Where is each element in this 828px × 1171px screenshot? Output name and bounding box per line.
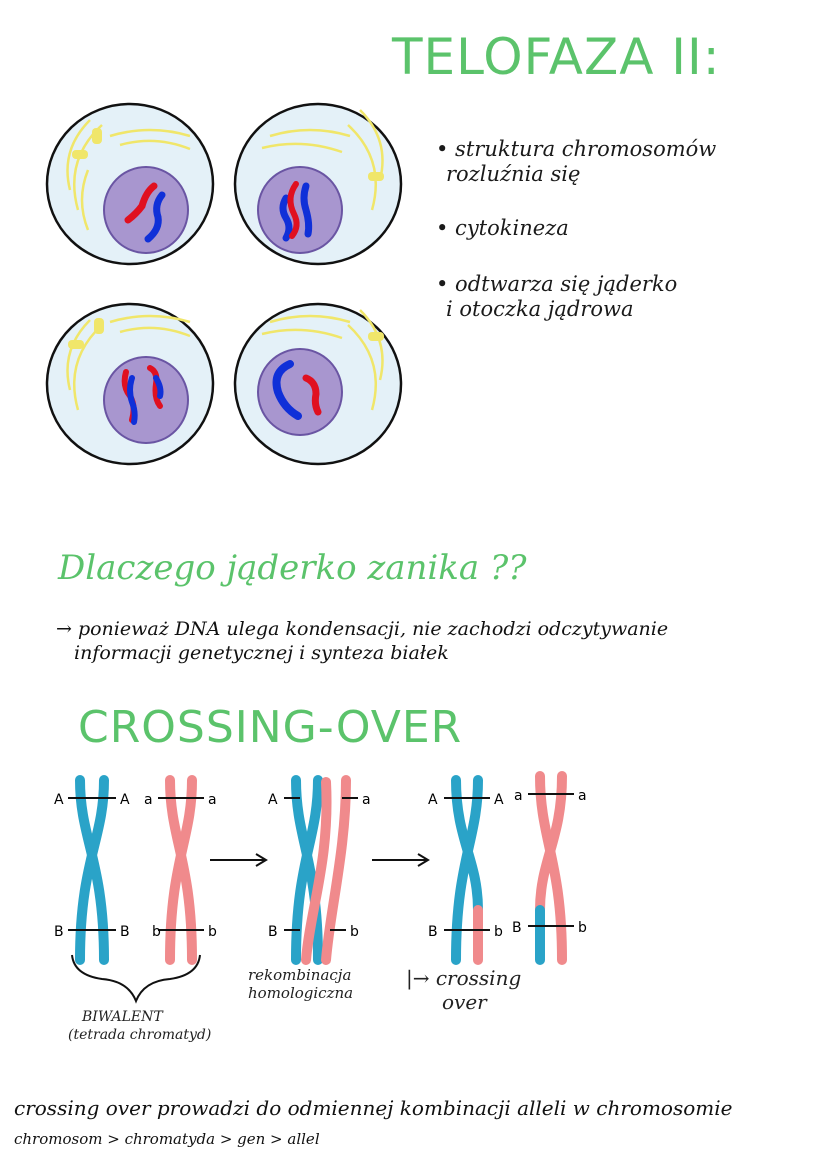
cell-bottom-right [233,302,403,466]
bullet-structure: • struktura chromosomów rozluźnia się [436,137,717,186]
allele-label-b: b [494,924,503,940]
crossing-over-title: CROSSING-OVER [78,702,463,753]
allele-label-B: B [512,920,522,936]
allele-label-a: a [514,788,523,804]
allele-label-b: b [350,924,359,940]
allele-label-A: A [120,792,130,808]
cell-top-right [233,102,403,266]
allele-label-A: A [54,792,64,808]
allele-label-B: B [428,924,438,940]
bullet-nucleolus: • odtwarza się jąderko i otoczka jądrowa [436,272,678,321]
footer-line-2: chromosom > chromatyda > gen > allel [14,1130,320,1148]
allele-label-B: B [120,924,130,940]
allele-label-A: A [494,792,504,808]
allele-label-b: b [578,920,587,936]
cell-top-left [45,102,215,266]
stage-recombination: A a B b [268,775,371,965]
bullet-cytokinesis: • cytokineza [436,216,569,240]
footer-line-1: crossing over prowadzi do odmiennej komb… [14,1096,733,1120]
crossing-over-diagram: A A a a B B b b A a B b [54,771,587,1004]
stage-result: A A a a B b B b [428,771,587,965]
bivalent-label: BIWALENT (tetrada chromatyd) [68,1009,212,1043]
allele-label-B: B [268,924,278,940]
allele-label-a: a [208,792,217,808]
page-title: TELOFAZA II: [392,28,721,86]
allele-label-B: B [54,924,64,940]
bivalent-brace [71,954,201,1004]
allele-label-A: A [268,792,278,808]
allele-label-b: b [208,924,217,940]
crossing-note: |→ crossing over [406,966,522,1014]
allele-label-a: a [144,792,153,808]
allele-label-A: A [428,792,438,808]
recombination-label: rekombinacja homologiczna [248,966,354,1002]
telophase-cells-diagram [45,102,403,466]
allele-label-a: a [362,792,371,808]
stage-bivalent: A A a a B B b b [54,775,217,1004]
question-heading: Dlaczego jąderko zanika ?? [58,548,527,588]
cell-bottom-left [45,302,215,466]
allele-label-a: a [578,788,587,804]
allele-label-b: b [152,924,161,940]
answer-text: → ponieważ DNA ulega kondensacji, nie za… [56,618,669,664]
